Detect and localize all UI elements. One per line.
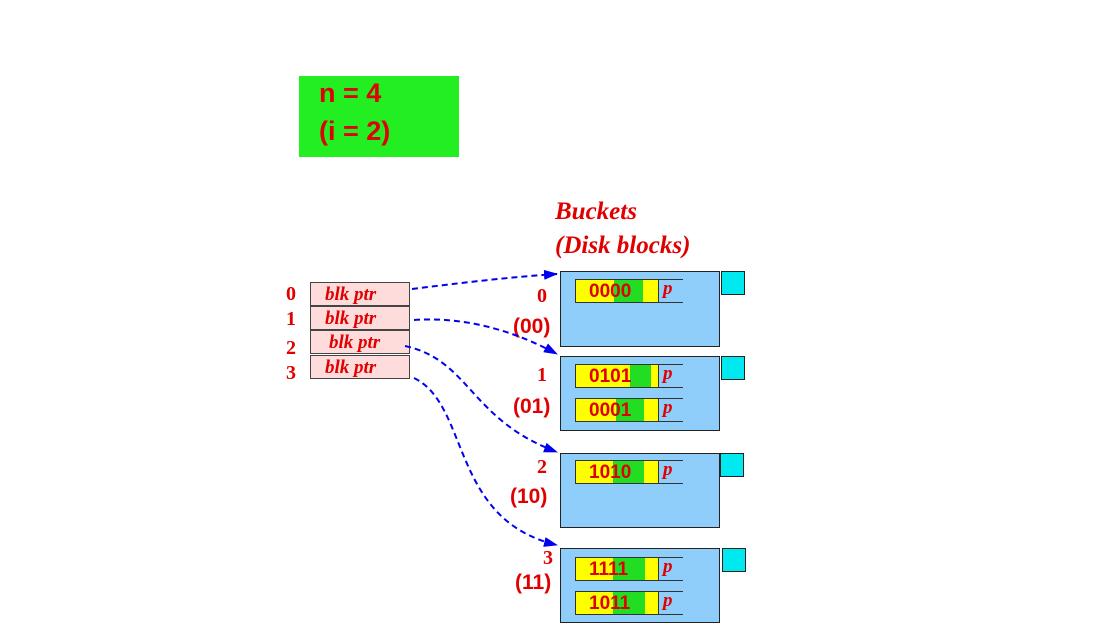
record-key: 1111 [589,559,629,580]
bucket-record: 0000 p [575,279,683,303]
n-value-label: n = 4 [319,78,382,108]
bucket-index: 1 [537,364,547,386]
bucket-record: 1111 p [575,557,683,581]
pointer-label: p [663,556,673,577]
hash-bits-highlight [613,461,644,483]
bucket-index: 0 [537,285,547,307]
directory-entry: blk ptr [310,355,410,379]
pointer-label: p [663,363,673,384]
directory-entry: blk ptr [310,282,410,306]
hash-bits-highlight [613,558,645,580]
directory-index: 3 [286,362,296,384]
overflow-pointer-box [722,548,746,572]
directory-index: 2 [286,337,296,359]
directory-index: 0 [286,283,296,305]
bucket-binary-label: (01) [513,395,551,418]
overflow-pointer-box [721,271,745,295]
pointer-label: p [663,397,673,418]
record-key: 1011 [589,593,631,614]
record-pointer: p [658,459,683,483]
record-pointer: p [658,590,683,614]
directory-entry-label: blk ptr [325,308,377,329]
arrow-dir3-to-bucket3 [413,377,558,547]
record-key: 0101 [589,366,632,387]
bucket-record: 0001 p [575,398,683,422]
bucket-index: 3 [543,547,553,569]
record-key: 1010 [589,462,632,483]
record-pointer: p [658,363,683,387]
directory-entry-label: blk ptr [325,284,377,305]
bucket-binary-label: (00) [513,315,551,338]
record-pointer: p [658,397,683,421]
arrow-dir2-to-bucket2 [404,345,558,453]
directory-entry: blk ptr [310,330,410,354]
directory-entry: blk ptr [310,306,410,330]
record-key: 0001 [589,400,632,421]
hash-bits-highlight [630,365,651,387]
buckets-subtitle: (Disk blocks) [555,232,691,259]
record-pointer: p [658,278,683,302]
overflow-pointer-box [721,356,745,380]
hash-bits-highlight [614,280,643,302]
bucket-record: 0101 p [575,364,683,388]
overflow-pointer-box [720,453,744,477]
bucket-binary-label: (11) [515,571,552,594]
directory-entry-label: blk ptr [325,357,377,378]
record-key: 0000 [589,281,632,302]
hash-bits-highlight [613,592,645,614]
i-value-label: (i = 2) [319,116,391,146]
directory-entry-label: blk ptr [329,332,381,353]
arrow-dir0-to-bucket0 [411,269,558,290]
directory-index: 1 [286,308,296,330]
bucket-record: 1010 p [575,460,683,484]
arrow-dir1-to-bucket1 [413,318,558,355]
bucket-index: 2 [537,456,547,478]
pointer-label: p [663,459,673,480]
record-pointer: p [658,556,683,580]
bucket-binary-label: (10) [510,485,548,508]
buckets-title: Buckets [555,198,637,225]
hash-bits-highlight [616,399,644,421]
pointer-label: p [663,278,673,299]
parameter-box: n = 4 (i = 2) [299,76,459,157]
bucket-record: 1011 p [575,591,683,615]
pointer-label: p [663,590,673,611]
